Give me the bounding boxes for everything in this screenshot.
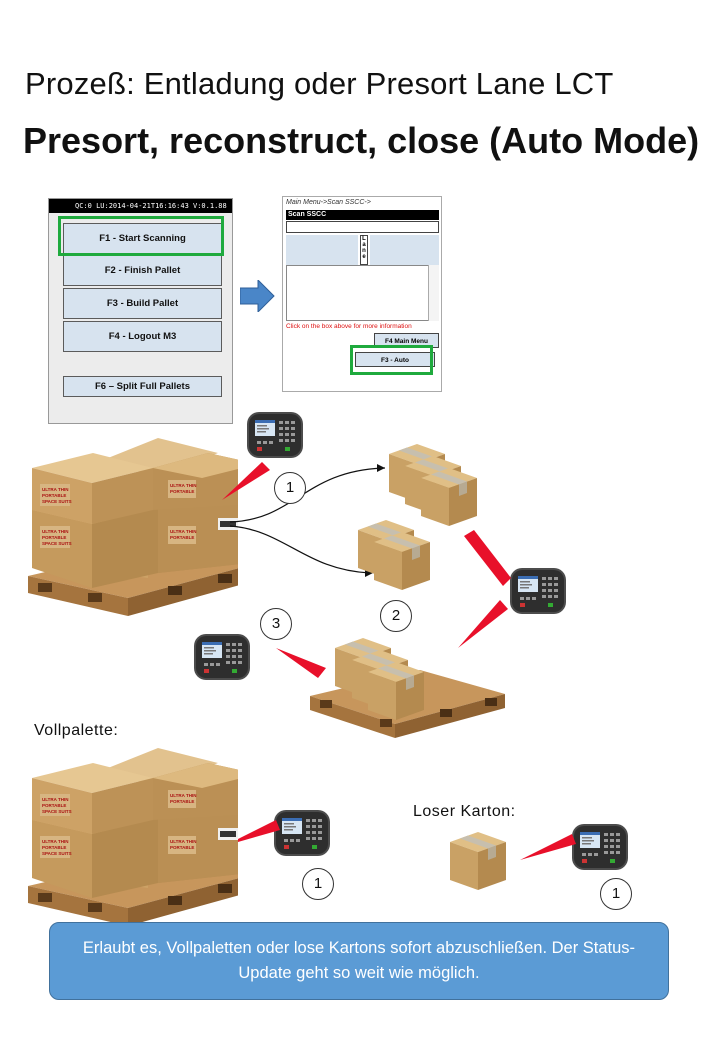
step-number-loser: 1 <box>600 878 632 910</box>
laser-beam <box>276 648 326 678</box>
full-pallet-image <box>28 748 238 926</box>
laser-beam <box>222 462 270 500</box>
loose-box-image <box>450 832 506 890</box>
page-subtitle: Prozeß: Entladung oder Presort Lane LCT <box>25 66 614 101</box>
main-menu-screen: QC:0 LU:2014-04-21T16:16:43 V:0.1.88 F1 … <box>48 198 233 424</box>
logout-button[interactable]: F4 - Logout M3 <box>63 321 222 352</box>
step-number-3: 3 <box>260 608 292 640</box>
laser-beam <box>520 834 576 860</box>
laser-beam <box>464 530 511 586</box>
arrow-right-icon <box>240 280 275 312</box>
build-pallet-button[interactable]: F3 - Build Pallet <box>63 288 222 319</box>
status-bar: QC:0 LU:2014-04-21T16:16:43 V:0.1.88 <box>49 199 232 213</box>
sscc-input[interactable] <box>286 221 439 233</box>
step-number-1: 1 <box>274 472 306 504</box>
loser-karton-label: Loser Karton: <box>413 803 516 820</box>
laser-beam <box>224 820 280 846</box>
scan-panel-right <box>370 235 439 265</box>
info-box: Erlaubt es, Vollpaletten oder lose Karto… <box>49 922 669 1000</box>
step-number-2: 2 <box>380 600 412 632</box>
laser-beam <box>458 600 508 648</box>
auto-button-highlight <box>350 345 433 375</box>
start-scanning-highlight <box>58 216 224 256</box>
scan-header: Scan SSCC <box>286 210 439 220</box>
scrollbar[interactable] <box>428 265 439 321</box>
lane-label: L a n e <box>360 235 368 265</box>
auto-button[interactable]: F3 - Auto <box>355 352 435 367</box>
rebuilt-pallet <box>310 638 505 738</box>
breadcrumb: Main Menu->Scan SSCC-> <box>286 199 371 206</box>
step-number-voll: 1 <box>302 868 334 900</box>
split-full-pallets-button[interactable]: F6 – Split Full Pallets <box>63 376 222 397</box>
page-title: Presort, reconstruct, close (Auto Mode) <box>23 120 700 161</box>
scan-hint: Click on the box above for more informat… <box>286 323 412 330</box>
status-bar-text: QC:0 LU:2014-04-21T16:16:43 V:0.1.88 <box>75 202 227 210</box>
scan-sscc-screen: Main Menu->Scan SSCC-> Scan SSCC L a n e… <box>282 196 442 392</box>
scan-panel-left <box>286 235 358 265</box>
vollpalette-label: Vollpalette: <box>34 722 119 739</box>
